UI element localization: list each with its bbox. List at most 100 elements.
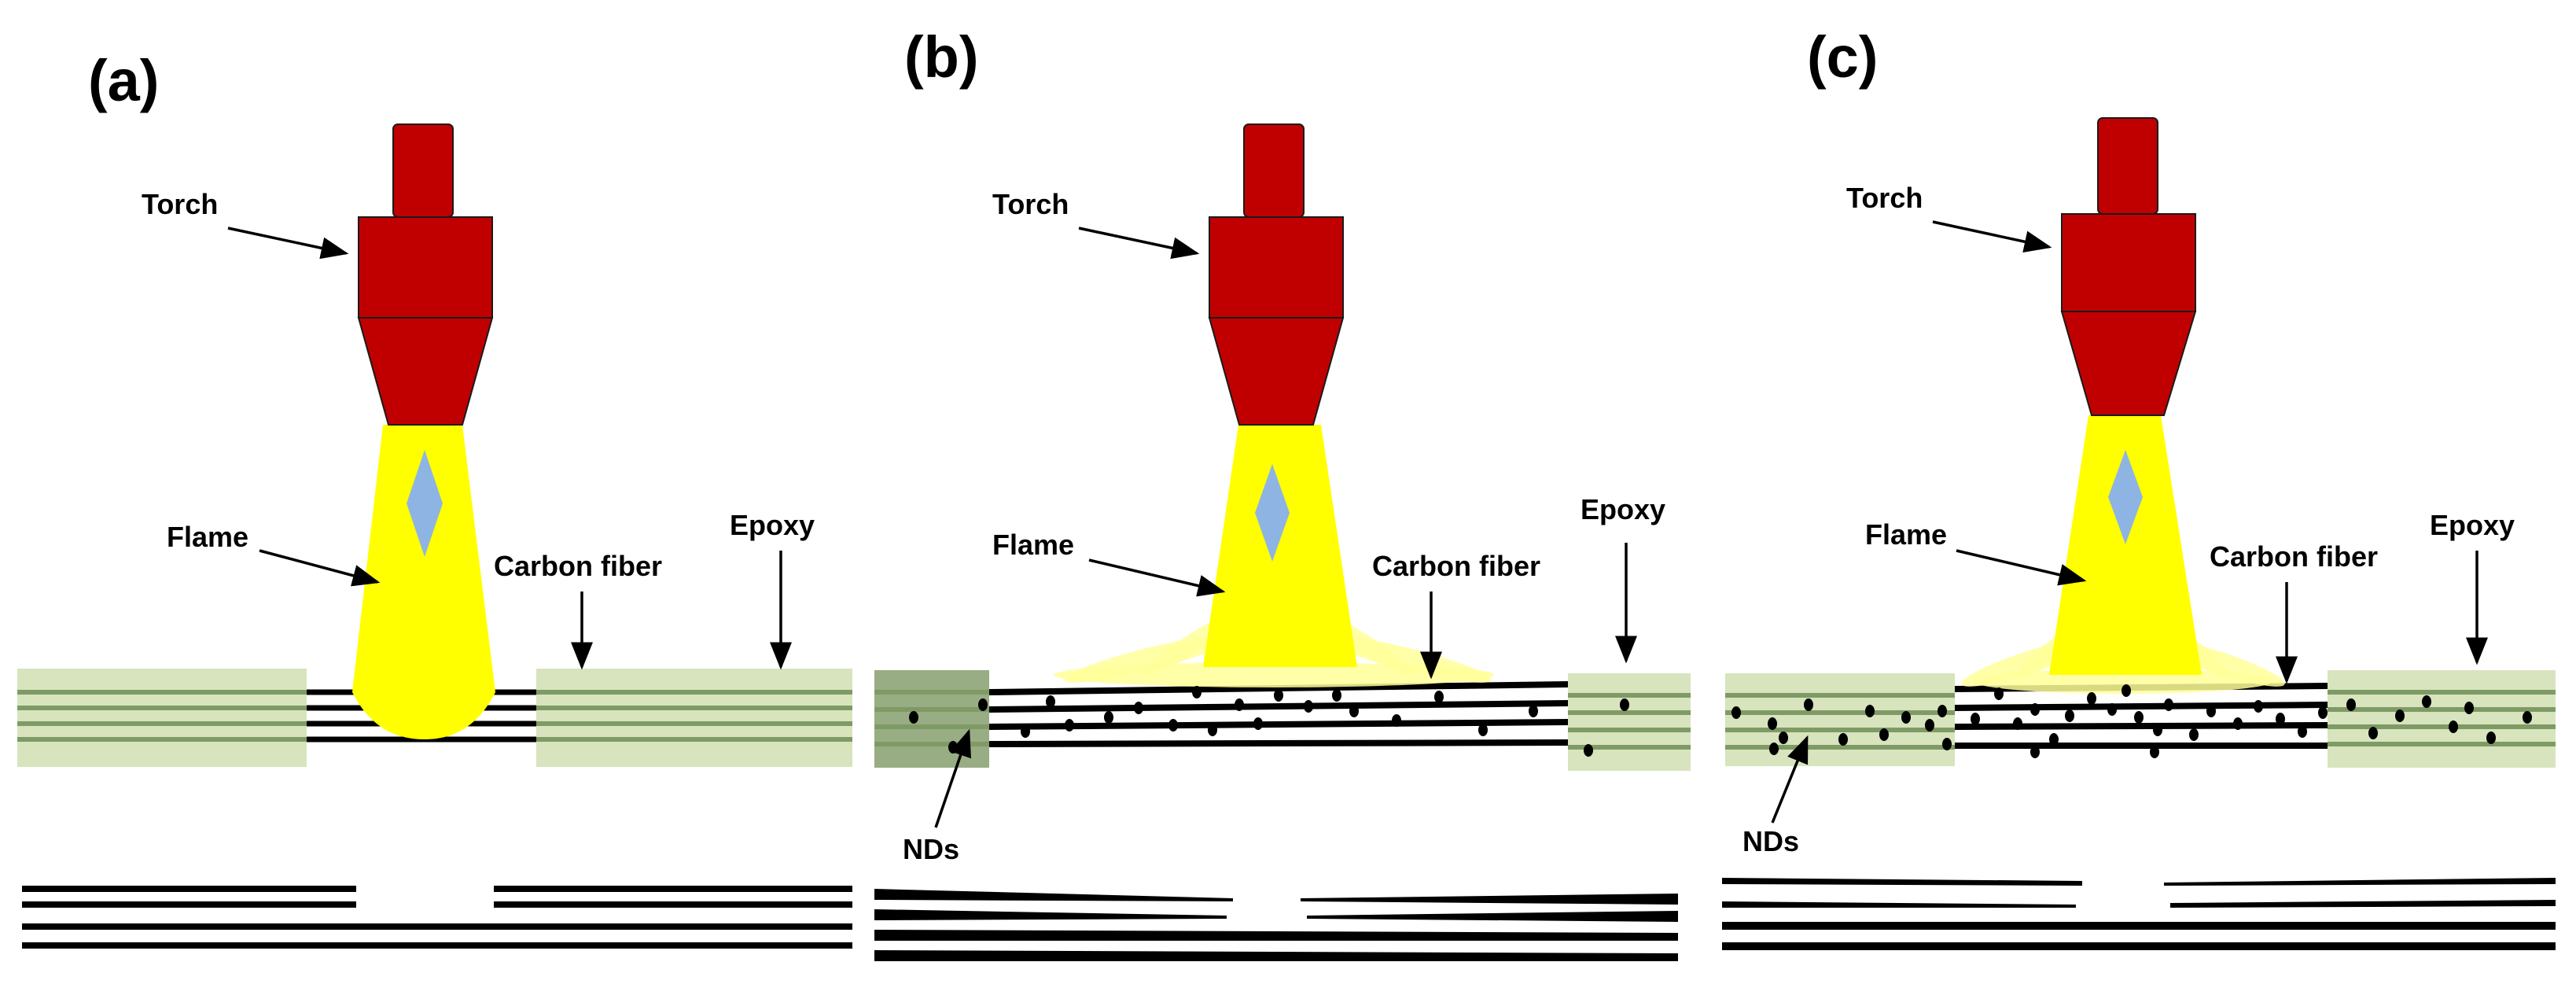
nd-particle: [1769, 743, 1779, 755]
flame: [352, 425, 495, 739]
epoxy-block-right: [1568, 673, 1691, 771]
carbon-fiber: [1955, 702, 2328, 711]
nd-particle: [2368, 727, 2378, 739]
nd-particle: [1942, 738, 1952, 750]
carbon-fiber-label: Carbon fiber: [494, 550, 662, 582]
flame-label: Flame: [1865, 518, 1947, 551]
epoxy-block-left: [1725, 673, 1955, 766]
nd-particle: [2464, 702, 2474, 714]
nd-particle: [1065, 719, 1074, 732]
torch-cone: [1208, 317, 1345, 426]
carbon-fiber: [1955, 722, 2328, 730]
nds-arrow: [934, 728, 971, 828]
epoxy-label: Epoxy: [1581, 493, 1665, 525]
panel-c-letter: (c): [1807, 24, 1878, 90]
nd-particle: [909, 711, 918, 724]
torch-cone: [357, 317, 494, 426]
nd-particle: [2346, 698, 2356, 711]
nd-particle: [1529, 705, 1538, 717]
broken-fiber: [874, 930, 1678, 941]
nd-particle: [2486, 732, 2496, 744]
torch-label: Torch: [142, 188, 218, 220]
nd-particle: [1274, 689, 1283, 702]
flame-arrow: [1088, 558, 1226, 597]
nd-particle: [1168, 719, 1178, 732]
nd-particle: [1994, 687, 2004, 700]
torch-nozzle: [2097, 117, 2158, 215]
nd-particle: [2318, 706, 2328, 719]
epoxy-fiber-lines: [1725, 690, 2556, 750]
broken-fiber: [1307, 911, 1678, 922]
nds-label: NDs: [1742, 825, 1799, 857]
nd-particle: [2189, 728, 2199, 741]
torch: [2060, 117, 2197, 416]
nd-particle: [2030, 703, 2040, 716]
nd-particle: [2233, 717, 2243, 730]
nd-particle: [2449, 720, 2458, 733]
carbon-fiber-label: Carbon fiber: [2210, 540, 2378, 573]
nd-particle: [2254, 700, 2263, 713]
carbon-fiber: [989, 681, 1568, 695]
nd-particle: [1046, 695, 1055, 708]
nd-particle: [2122, 684, 2131, 697]
torch-body: [358, 216, 493, 319]
nd-particle: [1134, 702, 1143, 714]
nd-particle: [1104, 711, 1113, 724]
flame: [2049, 415, 2202, 675]
flame-arrow: [1956, 549, 2087, 586]
nd-particle: [978, 698, 988, 711]
nd-particle: [1434, 691, 1444, 703]
flame-label: Flame: [167, 521, 248, 553]
nd-particle: [1253, 717, 1263, 730]
nd-particle: [2523, 711, 2532, 724]
nd-particles: [1731, 684, 2532, 758]
broken-fiber: [1722, 922, 2556, 930]
nd-particle: [1804, 698, 1813, 711]
torch-arrow: [1932, 220, 2052, 253]
torch-body: [2061, 213, 2196, 312]
broken-fiber: [874, 950, 1678, 961]
nds-label: NDs: [903, 833, 959, 865]
carbon-fiber: [1955, 743, 2328, 749]
epoxy-fiber-lines: [17, 690, 852, 742]
epoxy-block-left: [17, 669, 307, 767]
flame-arrow: [259, 549, 381, 587]
flame: [1203, 425, 1357, 667]
broken-fiber: [1722, 878, 2082, 886]
broken-fiber: [1722, 901, 2076, 908]
torch-body: [1209, 216, 1344, 319]
epoxy-block-left: [874, 670, 989, 768]
nd-particle: [2150, 746, 2159, 758]
nd-particle: [1208, 724, 1217, 736]
nd-particle: [1879, 728, 1889, 741]
torch: [357, 123, 494, 426]
epoxy-label: Epoxy: [2430, 509, 2515, 541]
nd-particle: [2065, 709, 2074, 722]
nd-particle: [1938, 705, 1947, 717]
carbon-fibers-exposed: [989, 681, 1568, 747]
nd-particle: [2153, 724, 2162, 736]
nd-particle: [948, 741, 958, 754]
nd-particle: [1332, 689, 1341, 702]
nd-particle: [2422, 695, 2431, 708]
nd-particle: [2030, 746, 2040, 758]
nd-particle: [1838, 733, 1848, 746]
torch-nozzle: [392, 123, 454, 218]
torch-cone: [2060, 311, 2197, 416]
flame-core: [1255, 464, 1290, 562]
broken-fibers: [1722, 878, 2556, 950]
flame-core: [407, 450, 443, 557]
broken-fibers: [22, 886, 852, 949]
torch-arrow: [1078, 227, 1200, 260]
torch-nozzle: [1243, 123, 1305, 218]
broken-fiber: [1301, 894, 1678, 905]
panel-b-letter: (b): [904, 24, 979, 90]
nd-particle: [2013, 717, 2022, 730]
torch-arrow: [227, 227, 349, 260]
panel-c: (c): [1722, 24, 2556, 950]
torch-label: Torch: [992, 188, 1069, 220]
nd-particle: [1925, 719, 1934, 732]
epoxy-label: Epoxy: [730, 509, 815, 541]
nd-particle: [2395, 709, 2405, 722]
